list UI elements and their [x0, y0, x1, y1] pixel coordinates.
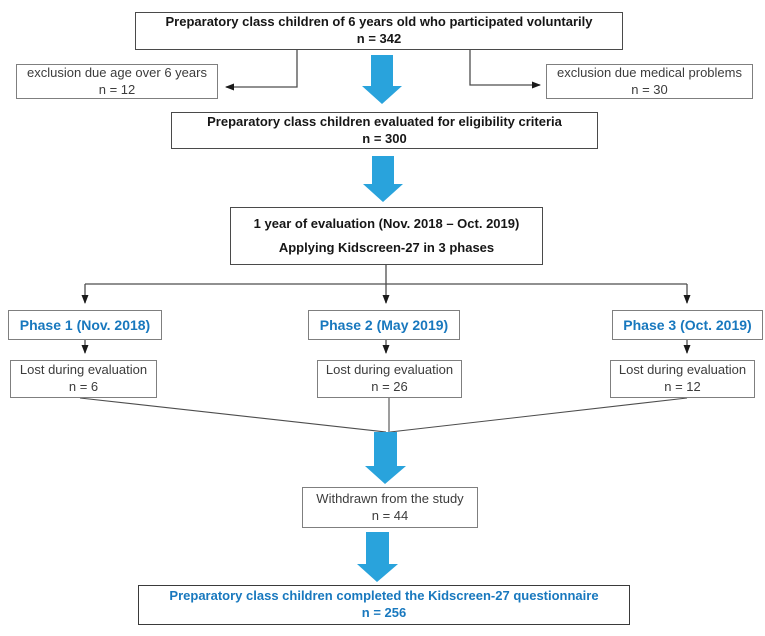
- down-block-arrow-icon: [365, 432, 406, 484]
- exclusion-medical-box: exclusion due medical problems n = 30: [546, 64, 753, 99]
- box-text-line: exclusion due medical problems: [557, 64, 742, 80]
- box-count-line: n = 256: [361, 605, 407, 620]
- box-count-line: n = 26: [371, 379, 408, 394]
- phase-label: Phase 2 (May 2019): [319, 316, 449, 333]
- phase-1-box: Phase 1 (Nov. 2018): [8, 310, 162, 340]
- connector-lost1-converge: [79, 397, 387, 433]
- box-count-line: n = 30: [631, 81, 668, 97]
- phase-label: Phase 3 (Oct. 2019): [623, 316, 752, 333]
- box-text-line: 1 year of evaluation (Nov. 2018 – Oct. 2…: [253, 215, 520, 231]
- box-text-line: exclusion due age over 6 years: [27, 64, 207, 80]
- connector-to-exclusion-left: [225, 50, 298, 91]
- box-count-line: n = 44: [371, 507, 409, 523]
- box-text-line: Preparatory class children completed the…: [169, 588, 599, 604]
- box-count-line: n = 6: [68, 379, 99, 394]
- box-text-line: Withdrawn from the study: [316, 490, 464, 506]
- box-text-line: Preparatory class children of 6 years ol…: [165, 14, 593, 30]
- box-count-line: n = 12: [98, 81, 136, 97]
- top-population-box: Preparatory class children of 6 years ol…: [135, 12, 623, 50]
- box-text-line: Preparatory class children evaluated for…: [207, 113, 562, 129]
- phase-label: Phase 1 (Nov. 2018): [19, 316, 151, 333]
- box-text-line: Lost during evaluation: [325, 362, 454, 378]
- phase-3-box: Phase 3 (Oct. 2019): [612, 310, 763, 340]
- exclusion-age-box: exclusion due age over 6 years n = 12: [16, 64, 218, 99]
- box-count-line: n = 12: [664, 379, 701, 394]
- lost-phase-3-box: Lost during evaluation n = 12: [610, 360, 755, 398]
- box-count-line: n = 300: [362, 130, 407, 146]
- connector-to-exclusion-right: [469, 50, 541, 89]
- down-block-arrow-icon: [357, 532, 398, 582]
- box-text-line: Lost during evaluation: [618, 362, 747, 378]
- down-block-arrow-icon: [363, 156, 403, 202]
- box-count-line: n = 342: [356, 31, 402, 46]
- box-text-line: Applying Kidscreen-27 in 3 phases: [278, 239, 495, 255]
- final-completion-box: Preparatory class children completed the…: [138, 585, 630, 625]
- lost-phase-2-box: Lost during evaluation n = 26: [317, 360, 462, 398]
- down-block-arrow-icon: [362, 55, 402, 104]
- connector-branch-to-phases: [85, 265, 687, 285]
- evaluation-period-box: 1 year of evaluation (Nov. 2018 – Oct. 2…: [230, 207, 543, 265]
- eligibility-box: Preparatory class children evaluated for…: [171, 112, 598, 149]
- phase-2-box: Phase 2 (May 2019): [308, 310, 460, 340]
- box-text-line: Lost during evaluation: [19, 362, 148, 378]
- connector-lost3-converge: [389, 397, 688, 433]
- withdrawn-box: Withdrawn from the study n = 44: [302, 487, 478, 528]
- lost-phase-1-box: Lost during evaluation n = 6: [10, 360, 157, 398]
